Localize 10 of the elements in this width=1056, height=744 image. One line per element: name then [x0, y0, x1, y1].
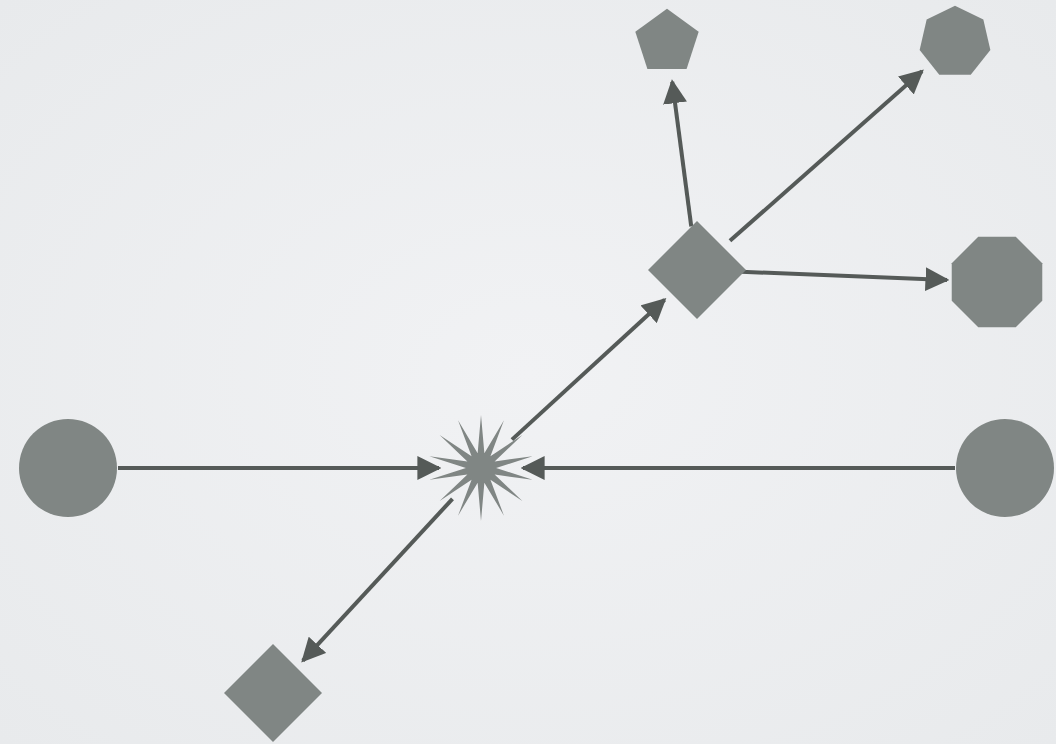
arrow: [663, 79, 694, 227]
arrow: [301, 497, 454, 663]
arrow: [520, 456, 955, 480]
circle-shape: [955, 418, 1055, 518]
circle-shape: [18, 418, 118, 518]
diamond-shape: [223, 643, 323, 743]
arrow: [728, 69, 924, 243]
diamond-shape: [647, 220, 747, 320]
arrow: [510, 298, 667, 442]
arrow: [118, 456, 442, 480]
